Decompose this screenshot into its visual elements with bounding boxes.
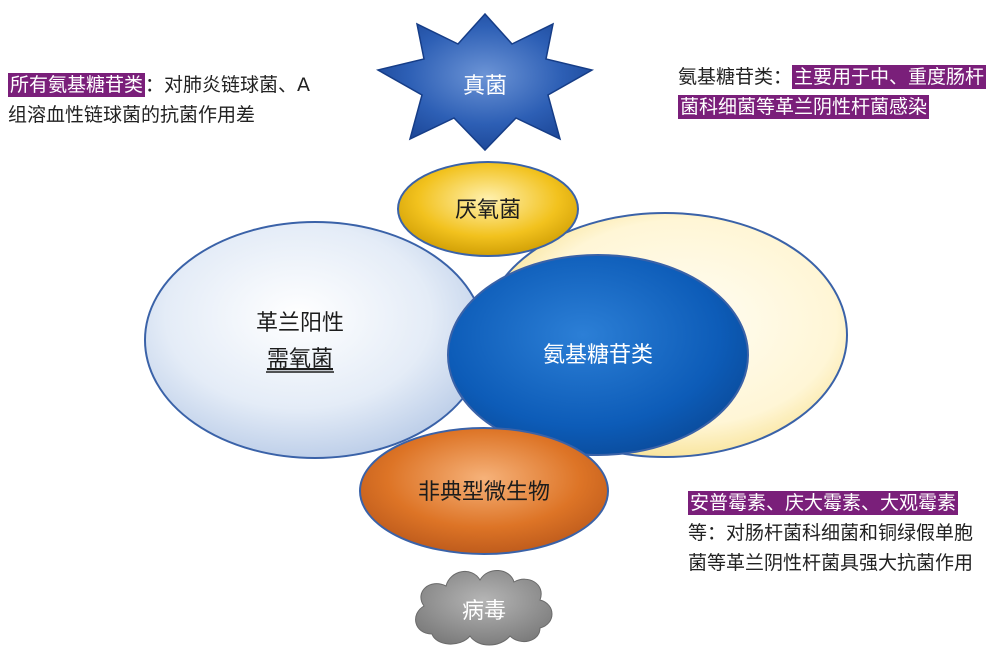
- note-top-left: 所有氨基糖苷类：对肺炎链球菌、A 组溶血性链球菌的抗菌作用差: [8, 70, 328, 130]
- fungus-star-shape: [375, 12, 595, 152]
- note-top-left-text: ：对肺炎链球菌、A 组溶血性链球菌的抗菌作用差: [8, 74, 311, 126]
- note-bottom-right: 安普霉素、庆大霉素、大观霉素等：对肠杆菌科细菌和铜绿假单胞菌等革兰阴性杆菌具强大…: [688, 488, 988, 578]
- anaerobe-label: 厌氧菌: [455, 198, 521, 223]
- virus-cloud-shape: [415, 570, 553, 646]
- atypical-label: 非典型微生物: [418, 480, 550, 505]
- virus-label: 病毒: [462, 599, 506, 624]
- note-top-right-prefix: 氨基糖苷类：: [678, 66, 793, 88]
- note-bottom-right-text: 等：对肠杆菌科细菌和铜绿假单胞菌等革兰阴性杆菌具强大抗菌作用: [688, 522, 974, 574]
- note-top-left-highlight: 所有氨基糖苷类: [8, 73, 146, 97]
- gram-positive-label-line1: 革兰阳性: [256, 311, 344, 336]
- note-bottom-right-highlight: 安普霉素、庆大霉素、大观霉素: [688, 491, 959, 515]
- note-top-right: 氨基糖苷类：主要用于中、重度肠杆菌科细菌等革兰阴性杆菌感染: [678, 62, 991, 122]
- gram-positive-ellipse: [144, 221, 486, 459]
- aminoglycoside-label: 氨基糖苷类: [543, 343, 653, 368]
- anaerobe-ellipse: [397, 161, 579, 257]
- atypical-ellipse: [359, 427, 609, 555]
- fungus-label: 真菌: [463, 74, 507, 99]
- aminoglycoside-ellipse: [447, 254, 749, 456]
- gram-positive-label-line2: 需氧菌: [267, 347, 333, 372]
